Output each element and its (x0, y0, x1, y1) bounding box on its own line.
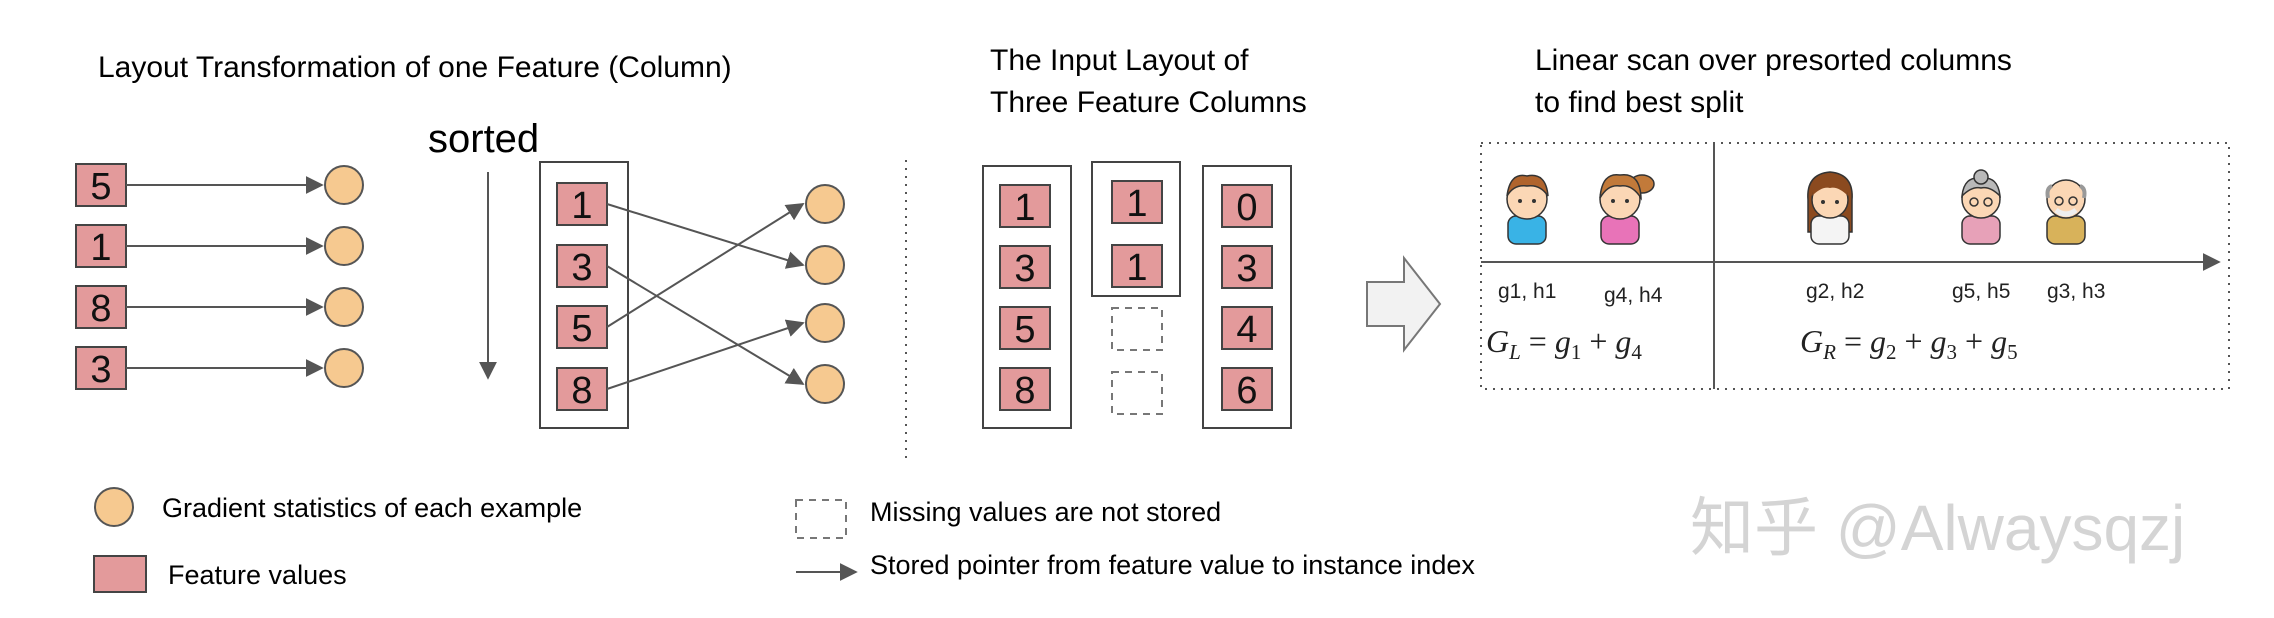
column1-value: 8 (1014, 370, 1035, 412)
block-arrow-icon (1366, 255, 1442, 353)
right-gradient-formula: GR = g2 + g3 + g5 (1800, 323, 2018, 364)
legend-missing-label: Missing values are not stored (870, 497, 1221, 527)
column2-feature-box: 1 (1111, 180, 1163, 225)
sorted-feature-box: 8 (556, 367, 608, 412)
left-gradient-formula: GL = g1 + g4 (1486, 323, 1642, 364)
feature-column-3 (1202, 165, 1292, 429)
column1-feature-box: 5 (999, 306, 1051, 351)
unsorted-value: 1 (90, 227, 111, 269)
missing-value-box (1111, 307, 1163, 351)
sorted-value: 8 (571, 370, 592, 412)
instance-label: g1, h1 (1498, 280, 1556, 303)
panel1-title: Layout Transformation of one Feature (Co… (98, 51, 732, 84)
column1-feature-box: 8 (999, 367, 1051, 412)
column3-value: 3 (1236, 248, 1257, 290)
sorted-feature-box: 1 (556, 182, 608, 227)
legend-gradient-circle (94, 487, 134, 527)
gradient-circle (805, 364, 845, 404)
legend-missing-box (795, 499, 847, 539)
pointer-arrow (606, 319, 805, 390)
gradient-circle (324, 348, 364, 388)
instance-label: g3, h3 (2047, 280, 2105, 303)
pointer-arrow (606, 203, 805, 328)
sorted-label: sorted (428, 117, 539, 161)
watermark: 知乎 @Alwaysqzj (1690, 492, 2185, 564)
panel3-title-line1: Linear scan over presorted columns (1535, 44, 2012, 77)
unsorted-feature-box: 8 (75, 285, 127, 330)
pointer-arrow (606, 265, 805, 385)
column1-value: 3 (1014, 248, 1035, 290)
girl-icon (1599, 173, 1655, 245)
woman-icon (1807, 171, 1853, 245)
column1-feature-box: 3 (999, 245, 1051, 290)
gradient-circle (805, 303, 845, 343)
column3-feature-box: 0 (1221, 184, 1273, 229)
column2-feature-box: 1 (1111, 244, 1163, 289)
legend-gradient-label: Gradient statistics of each example (162, 493, 582, 523)
gradient-circle (805, 184, 845, 224)
gradient-circle (324, 165, 364, 205)
boy-icon (1506, 174, 1549, 245)
column3-value: 6 (1236, 370, 1257, 412)
instance-label: g2, h2 (1806, 280, 1864, 303)
sorted-value: 1 (571, 185, 592, 227)
unsorted-feature-box: 1 (75, 224, 127, 269)
sorted-feature-box: 3 (556, 244, 608, 289)
unsorted-feature-box: 5 (75, 163, 127, 208)
column3-feature-box: 4 (1221, 306, 1273, 351)
legend-pointer-label: Stored pointer from feature value to ins… (870, 550, 1475, 580)
unsorted-value: 3 (90, 349, 111, 391)
gradient-circle (805, 245, 845, 285)
column3-feature-box: 6 (1221, 367, 1273, 412)
legend-feature-label: Feature values (168, 560, 347, 590)
panel2-title-line1: The Input Layout of (990, 44, 1249, 77)
gradient-circle (324, 226, 364, 266)
pointer-arrow (606, 203, 805, 269)
column2-value: 1 (1126, 247, 1147, 289)
instance-label: g5, h5 (1952, 280, 2010, 303)
column2-value: 1 (1126, 183, 1147, 225)
scan-panel-frame (1480, 142, 2230, 390)
column1-feature-box: 1 (999, 184, 1051, 229)
unsorted-value: 5 (90, 166, 111, 208)
panel3-title-line2: to find best split (1535, 86, 1744, 119)
sorted-feature-box: 5 (556, 305, 608, 350)
column1-value: 5 (1014, 309, 1035, 351)
gradient-circle (324, 287, 364, 327)
column3-value: 0 (1236, 187, 1257, 229)
grandma-icon (1961, 169, 2001, 245)
panel2-title-line2: Three Feature Columns (990, 86, 1307, 119)
unsorted-value: 8 (90, 288, 111, 330)
instance-label: g4, h4 (1604, 284, 1663, 307)
column1-value: 1 (1014, 187, 1035, 229)
missing-value-box (1111, 371, 1163, 415)
feature-column-2 (1091, 161, 1181, 297)
sorted-value: 3 (571, 247, 592, 289)
grandpa-icon (2045, 179, 2087, 245)
sorted-column-frame (539, 161, 629, 429)
column3-feature-box: 3 (1221, 245, 1273, 290)
unsorted-feature-box: 3 (75, 346, 127, 391)
feature-column-1 (982, 165, 1072, 429)
legend-feature-box (93, 555, 147, 593)
column3-value: 4 (1236, 309, 1257, 351)
sorted-value: 5 (571, 308, 592, 350)
